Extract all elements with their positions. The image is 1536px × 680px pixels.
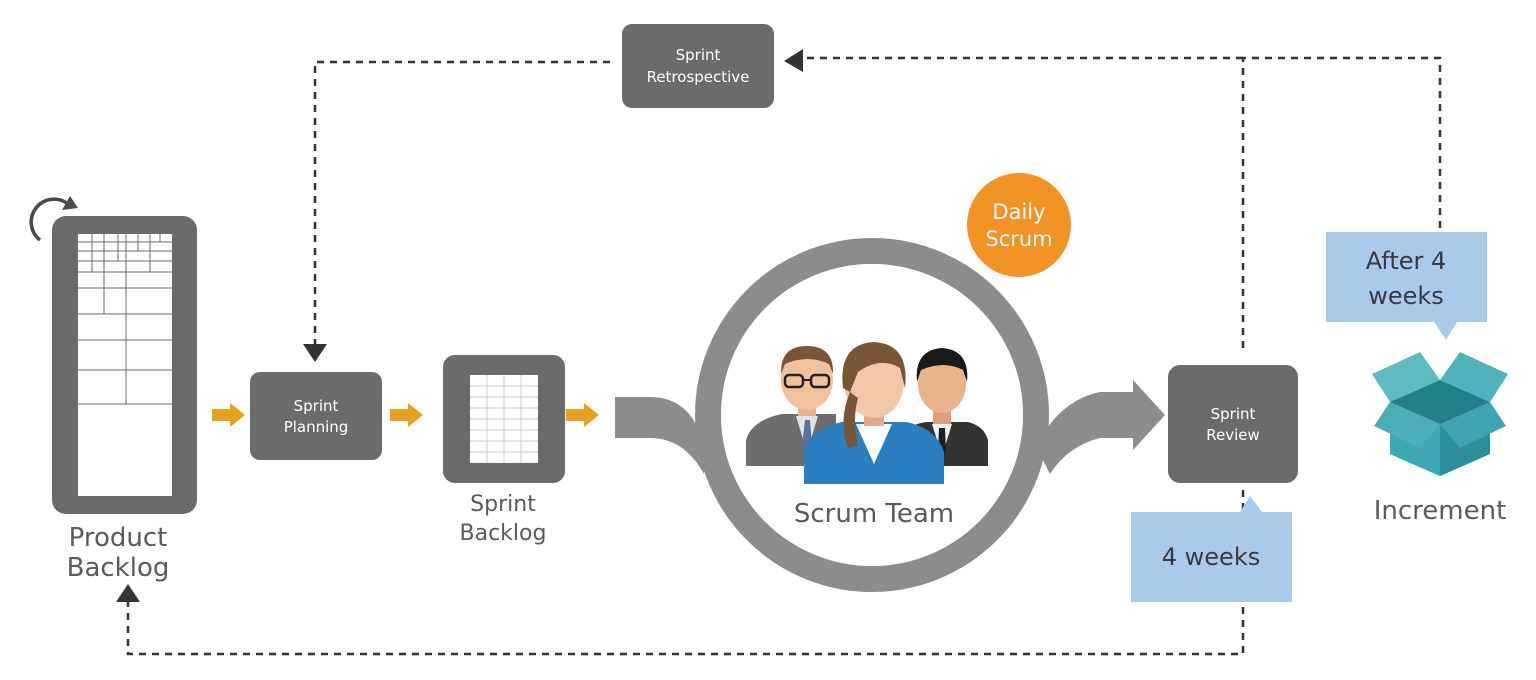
product-backlog-label-line1: Product [69, 523, 168, 553]
refresh-icon-arrowhead [62, 196, 78, 210]
increment-duration-label-line1: After 4 [1366, 247, 1447, 275]
review-to-product-backlog-line [126, 490, 1245, 656]
orange-arrow-3 [566, 403, 599, 427]
sprint-backlog: Sprint Backlog [443, 355, 565, 546]
increment-duration-callout-shape [1326, 232, 1487, 340]
product-backlog-sheet [78, 234, 172, 496]
review-duration-callout-shape [1131, 496, 1292, 602]
increment-duration-label-line2: weeks [1368, 282, 1444, 310]
sprint-retrospective-box [622, 24, 774, 108]
daily-scrum-circle [967, 173, 1071, 277]
sprint-backlog-label-line2: Backlog [460, 521, 547, 546]
sprint-planning: Sprint Planning [250, 372, 382, 460]
sprint-planning-label-line2: Planning [284, 418, 349, 436]
sprint-review-label-line2: Review [1206, 426, 1260, 444]
orange-arrow-2 [390, 403, 423, 427]
sprint-cycle [615, 238, 1165, 592]
product-backlog-label-line2: Backlog [67, 553, 170, 583]
increment-box-icon [1372, 352, 1508, 476]
scrum-team-label: Scrum Team [794, 499, 954, 529]
retrospective-to-planning-line [313, 60, 610, 348]
sprint-planning-box [250, 372, 382, 460]
orange-arrow-1 [212, 403, 245, 427]
increment-duration-callout: After 4 weeks [1326, 232, 1487, 340]
flow-band-out [1036, 380, 1165, 474]
sprint-retrospective-label-line1: Sprint [676, 46, 721, 64]
product-backlog-grid [78, 234, 172, 405]
daily-scrum-label-line1: Daily [992, 200, 1045, 224]
sprint-review-box [1168, 365, 1298, 483]
retrospective-arrowhead [784, 49, 803, 72]
sprint-backlog-grid [470, 375, 538, 463]
sprint-planning-label-line1: Sprint [294, 397, 339, 415]
review-duration-label: 4 weeks [1162, 543, 1260, 571]
daily-scrum: Daily Scrum [967, 173, 1071, 277]
product-backlog-arrowhead [116, 584, 140, 602]
refresh-icon [29, 197, 70, 242]
sprint-retrospective-label-line2: Retrospective [647, 68, 750, 86]
review-duration-callout: 4 weeks [1131, 496, 1292, 602]
flow-band-in [615, 397, 704, 474]
planning-arrowhead [303, 344, 327, 362]
scrum-team-people: Scrum Team [746, 342, 988, 529]
team-member-center-icon [804, 342, 944, 484]
sprint-retrospective: Sprint Retrospective [622, 24, 774, 108]
product-backlog: Product Backlog [29, 196, 197, 583]
daily-scrum-label-line2: Scrum [985, 227, 1052, 251]
increment-to-retrospective-line [1241, 56, 1442, 348]
sprint-review: Sprint Review [1168, 365, 1298, 483]
sprint-review-label-line1: Sprint [1211, 405, 1256, 423]
sprint-backlog-label-line1: Sprint [470, 492, 536, 517]
orange-arrows [212, 403, 599, 427]
increment-label: Increment [1374, 496, 1507, 526]
sprint-ring [695, 238, 1049, 592]
